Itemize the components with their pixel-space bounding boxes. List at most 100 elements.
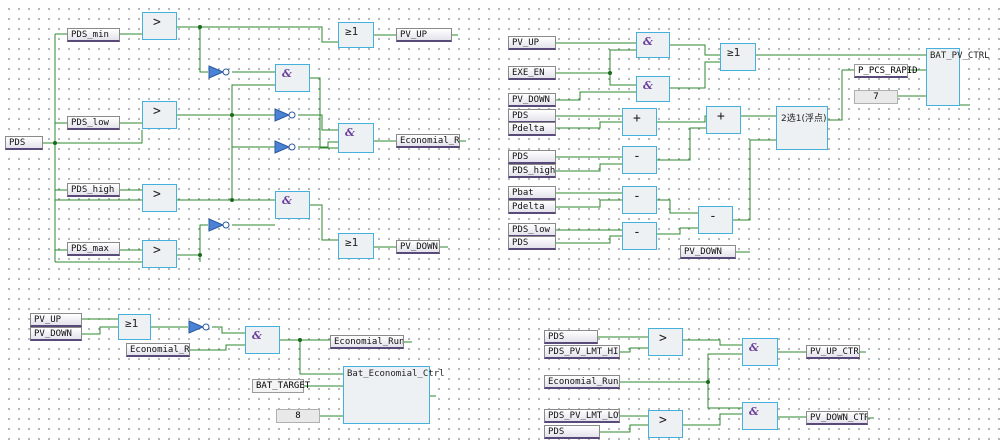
and-symbol: & (282, 67, 292, 80)
and-block[interactable]: & (275, 64, 310, 92)
not-gate-icon[interactable] (208, 65, 230, 79)
and-block[interactable]: & (742, 402, 778, 430)
output-economial-run-en: Economial_Run_EN (330, 335, 404, 349)
compare-block[interactable]: > (648, 328, 683, 356)
input-pds-min: PDS_min (67, 28, 120, 42)
junction-dot (53, 141, 57, 145)
subtract-block[interactable]: - (622, 146, 657, 174)
add-block[interactable]: + (706, 106, 741, 134)
add-block[interactable]: + (622, 108, 657, 136)
input-pv-up: PV_UP (30, 313, 82, 327)
junction-dot (706, 380, 710, 384)
const-7: 7 (854, 90, 898, 104)
and-symbol: & (643, 79, 653, 92)
minus-symbol: - (633, 225, 641, 240)
and-symbol: & (345, 126, 355, 139)
input-pds-low: PDS_low (508, 223, 556, 237)
const-8: 8 (276, 409, 320, 423)
compare-symbol: > (153, 243, 161, 258)
and-block[interactable]: & (275, 191, 310, 219)
or-block[interactable]: ≥1 (338, 233, 374, 259)
subtract-block[interactable]: - (698, 206, 733, 234)
junction-dot (198, 25, 202, 29)
input-pds-pv-lmt-low: PDS_PV_LMT_LOW (544, 409, 620, 423)
or-block[interactable]: ≥1 (118, 314, 151, 340)
input-pdelta-a: Pdelta (508, 122, 556, 136)
plus-symbol: + (633, 111, 641, 126)
and-block[interactable]: & (636, 76, 670, 102)
compare-block[interactable]: > (648, 410, 683, 438)
input-pds-b: PDS (508, 150, 556, 164)
select-block[interactable]: 2选1(浮点) (776, 106, 828, 150)
junction-dot (608, 71, 612, 75)
input-pds-high: PDS_high (508, 164, 556, 178)
compare-block[interactable]: > (142, 184, 177, 212)
input-pds-a: PDS (544, 330, 598, 344)
and-symbol: & (749, 405, 759, 418)
output-pv-down: PV_DOWN (680, 245, 736, 259)
not-gate-icon[interactable] (274, 140, 296, 154)
minus-symbol: - (709, 209, 717, 224)
compare-block[interactable]: > (142, 12, 177, 40)
plus-symbol: + (717, 109, 725, 124)
not-gate-icon[interactable] (208, 218, 230, 232)
not-gate-icon[interactable] (274, 108, 296, 122)
output-pv-down-ctrl: PV_DOWN_CTRL (806, 411, 868, 425)
output-pv-up: PV_UP (396, 28, 452, 42)
not-gate-icon[interactable] (188, 320, 210, 334)
or-symbol: ≥1 (727, 46, 741, 59)
and-block[interactable]: & (636, 32, 670, 58)
and-block[interactable]: & (338, 123, 374, 153)
input-pv-down: PV_DOWN (508, 93, 556, 107)
bat-economial-ctrl-block[interactable]: Bat_Economial_Ctrl (343, 366, 445, 424)
compare-symbol: > (153, 15, 161, 30)
input-pds: PDS (5, 136, 43, 150)
input-pds-low: PDS_low (67, 116, 120, 130)
input-pds-a: PDS (508, 109, 556, 123)
and-block[interactable]: & (245, 326, 280, 354)
subtract-block[interactable]: - (622, 222, 657, 250)
input-pds-max: PDS_max (67, 242, 120, 256)
output-pv-down: PV_DOWN (396, 240, 440, 254)
and-symbol: & (282, 194, 292, 207)
pin-bat-target: BAT_TARGET (252, 379, 310, 393)
input-economial-run-en: Economial_Run_EN (544, 375, 620, 389)
output-pv-up-ctrl: PV_UP_CTRL (806, 345, 860, 359)
and-symbol: & (643, 35, 653, 48)
junction-dot (298, 338, 302, 342)
input-pds-c: PDS (508, 236, 556, 250)
input-pds-b: PDS (544, 425, 600, 439)
input-pbat: Pbat (508, 186, 556, 200)
bat-pv-ctrl-block[interactable]: BAT_PV_CTRL (926, 48, 990, 106)
compare-symbol: > (153, 187, 161, 202)
or-block[interactable]: ≥1 (720, 43, 756, 71)
compare-symbol: > (153, 104, 161, 119)
or-symbol: ≥1 (345, 25, 359, 38)
input-pv-up: PV_UP (508, 36, 556, 50)
and-symbol: & (252, 329, 262, 342)
junction-dot (198, 253, 202, 257)
bat-economial-ctrl-title: Bat_Economial_Ctrl (347, 369, 445, 379)
and-block[interactable]: & (742, 338, 778, 366)
minus-symbol: - (633, 189, 641, 204)
input-pds-high: PDS_high (67, 183, 120, 197)
subtract-block[interactable]: - (622, 186, 657, 214)
junction-dot (230, 113, 234, 117)
output-economial-run: Economial_Run (396, 134, 460, 148)
select-block-label: 2选1(浮点) (781, 114, 827, 124)
input-exe-en: EXE_EN (508, 66, 556, 80)
pin-p-pcs-rapid: P_PCS_RAPID (854, 64, 918, 78)
or-block[interactable]: ≥1 (338, 22, 374, 48)
or-symbol: ≥1 (345, 236, 359, 249)
or-symbol: ≥1 (125, 317, 139, 330)
minus-symbol: - (633, 149, 641, 164)
compare-symbol: > (659, 413, 667, 428)
bat-pv-ctrl-title: BAT_PV_CTRL (930, 51, 990, 61)
compare-symbol: > (659, 331, 667, 346)
compare-block[interactable]: > (142, 240, 177, 268)
input-pdelta-b: Pdelta (508, 200, 556, 214)
compare-block[interactable]: > (142, 101, 177, 129)
and-symbol: & (749, 341, 759, 354)
